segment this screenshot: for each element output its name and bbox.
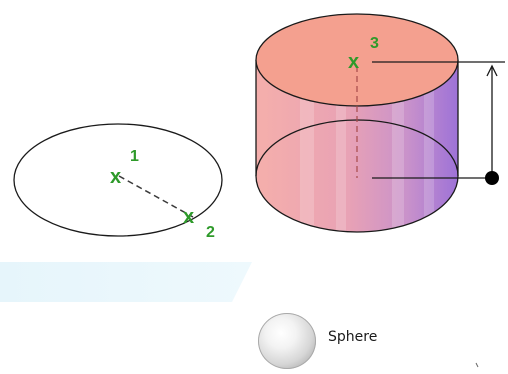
height-endpoint-dot (485, 171, 499, 185)
highlight-band (0, 262, 252, 302)
stray-tick (475, 362, 479, 368)
radius-dash-line (118, 175, 194, 218)
point-3-label: 3 (370, 35, 379, 52)
height-arrow-head (486, 64, 498, 77)
sphere-label: Sphere (328, 329, 378, 345)
sphere-icon (258, 313, 316, 369)
point-2-label: 2 (206, 224, 215, 241)
point-3-marker: x (348, 51, 359, 73)
point-1-label: 1 (130, 148, 139, 165)
point-1-marker: x (110, 166, 121, 188)
base-ellipse (13, 123, 223, 237)
cylinder-shading (300, 60, 434, 232)
cylinder-side (256, 60, 458, 232)
cylinder-bottom-front (255, 175, 459, 233)
point-2-marker: x (183, 206, 194, 228)
sphere-button[interactable]: Sphere (258, 313, 378, 369)
